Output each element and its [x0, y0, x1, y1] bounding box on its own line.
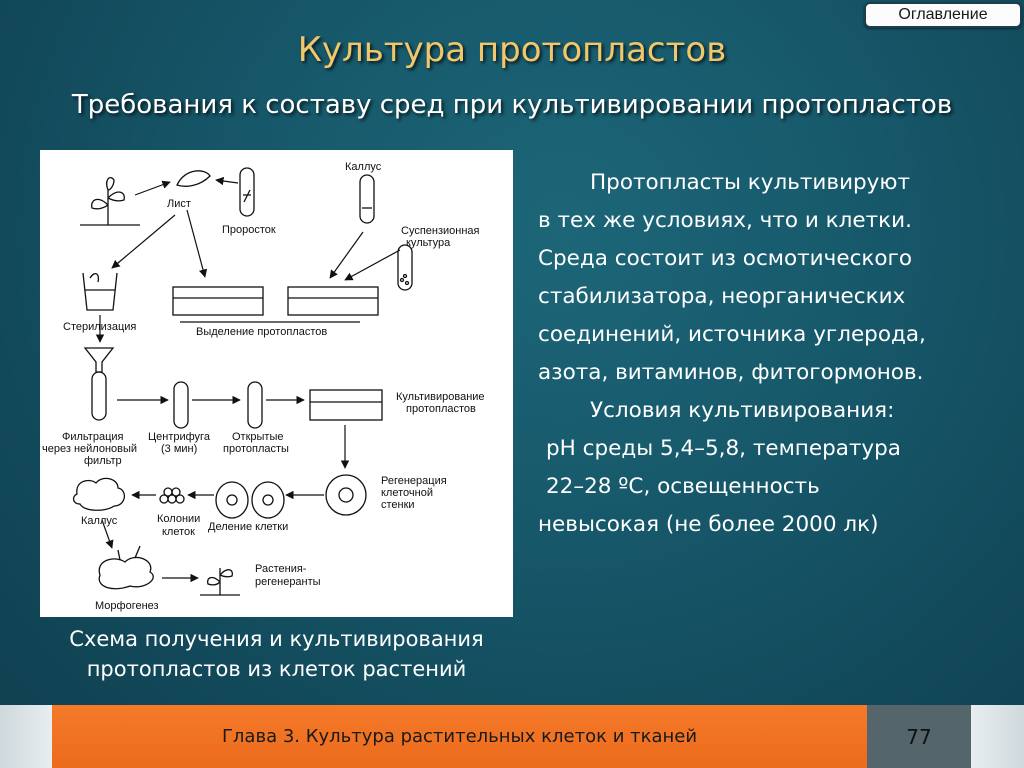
diagram-label: протопластов — [406, 403, 476, 415]
diagram-label: культура — [406, 237, 451, 249]
body-line: Среда состоит из осмотического — [538, 246, 912, 271]
beaker-icon — [82, 272, 118, 311]
diagram-label: клеточной — [381, 487, 433, 499]
diagram-label: Суспензионная — [401, 225, 480, 237]
diagram-label: Стерилизация — [63, 321, 136, 333]
test-tube-icon — [239, 167, 255, 217]
footer-decoration — [971, 705, 1024, 768]
test-tube-icon — [247, 381, 263, 429]
diagram-label: Проросток — [222, 224, 276, 236]
body-line: азота, витаминов, фитогормонов. — [538, 360, 924, 385]
leaf-icon — [176, 170, 211, 187]
diagram-label: Выделение протопластов — [196, 326, 327, 338]
diagram-label: Каллус — [345, 161, 382, 173]
cell-colony-icon — [159, 487, 185, 504]
diagram-label: Морфогенез — [95, 600, 159, 612]
body-line: стабилизатора, неорганических — [538, 284, 906, 309]
caption-line: протопластов из клеток растений — [86, 657, 467, 681]
diagram-label: через нейлоновый — [42, 443, 137, 455]
protoplast-scheme-diagram: Лист Проросток Каллус Суспензионная куль… — [40, 150, 513, 617]
petri-dish-icon — [287, 286, 379, 316]
diagram-label: Колонии — [157, 513, 200, 525]
test-tube-icon — [397, 244, 413, 291]
body-line: невысокая (не более 2000 лк) — [538, 512, 879, 537]
slide-subtitle: Требования к составу сред при культивиро… — [71, 90, 953, 120]
diagram-label: Фильтрация — [62, 431, 124, 443]
diagram-label: Деление клетки — [208, 521, 288, 533]
body-line: в тех же условиях, что и клетки. — [538, 208, 912, 233]
body-line: Условия культивирования: — [590, 398, 895, 423]
diagram-label: Регенерация — [381, 475, 447, 487]
diagram-label: регенеранты — [255, 576, 321, 588]
caption-line: Схема получения и культивирования — [69, 627, 484, 651]
diagram-label: (3 мин) — [161, 443, 197, 455]
cell-icon — [325, 474, 367, 516]
callus-icon — [72, 477, 125, 511]
slide-title: Культура протопластов — [297, 30, 727, 70]
body-text: Протопласты культивируют в тех же услови… — [538, 164, 1008, 544]
plant-icon — [200, 568, 240, 596]
diagram-label: стенки — [381, 499, 415, 511]
petri-dish-icon — [309, 389, 383, 421]
diagram-label: протопласты — [223, 443, 289, 455]
morphogenesis-icon — [98, 545, 154, 590]
footer-decoration — [0, 705, 52, 768]
diagram-label: фильтр — [84, 455, 122, 467]
diagram-label: клеток — [162, 526, 195, 538]
diagram-label: Растения- — [255, 563, 307, 575]
body-line: 22–28 ºС, освещенность — [546, 474, 820, 499]
footer-chapter-bar: Глава 3. Культура растительных клеток и … — [52, 705, 867, 768]
test-tube-icon — [359, 174, 375, 224]
table-of-contents-button[interactable]: Оглавление — [864, 2, 1022, 28]
cell-division-icon — [215, 481, 285, 519]
petri-dish-icon — [172, 286, 264, 316]
page-number: 77 — [867, 705, 971, 768]
body-line: pH среды 5,4–5,8, температура — [546, 436, 901, 461]
body-line: Протопласты культивируют — [590, 170, 911, 195]
funnel-icon — [83, 347, 115, 421]
diagram-label: Центрифуга — [148, 431, 211, 443]
diagram-label: Культивирование — [396, 391, 485, 403]
test-tube-icon — [173, 381, 189, 429]
plant-icon — [80, 176, 140, 226]
diagram-label: Лист — [167, 198, 191, 210]
diagram-caption: Схема получения и культивирования протоп… — [24, 624, 529, 684]
diagram-label: Каллус — [81, 515, 118, 527]
body-line: соединений, источника углерода, — [538, 322, 926, 347]
diagram-label: Открытые — [232, 431, 284, 443]
